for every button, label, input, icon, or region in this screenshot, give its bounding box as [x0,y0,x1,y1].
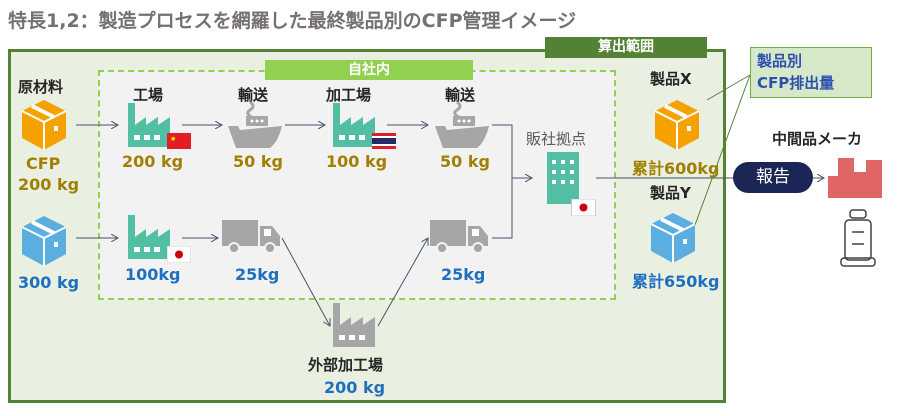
factory-label: 工場 [133,86,164,104]
thai-flag-icon [372,133,396,149]
callout-box: 製品別 CFP排出量 [750,47,872,98]
ship2-label: 輸送 [445,86,476,104]
svg-text:★: ★ [170,135,176,143]
sales-base-label: 販社拠点 [526,130,587,148]
merge-line [492,124,513,239]
truck2-value: 25kg [441,265,486,284]
product-y-total: 累計650kg [632,272,720,291]
scope-label: 算出範囲 [545,37,707,58]
maker-buildings-icon [828,158,882,198]
processing-factory-icon [333,103,375,147]
raw-material-box-blue-icon [22,216,66,266]
japan-flag-icon [571,199,596,216]
product-x-box-icon [655,100,699,150]
car-seat-icon [840,209,876,267]
product-y-label: 製品Y [650,184,691,202]
ship2-value: 50 kg [440,152,490,171]
raw-material-box-orange-icon [22,100,66,150]
factory-icon [128,215,170,259]
factory2-value: 100kg [125,265,181,284]
china-flag-icon: ★ [167,133,191,149]
factory-icon [128,103,170,147]
inhouse-label: 自社内 [265,60,473,80]
ship-icon [435,102,489,148]
callout-lines [694,74,751,226]
truck1-value: 25kg [235,265,280,284]
japan-flag-icon [167,246,191,263]
ship-icon [228,102,282,148]
arrow [281,237,330,326]
page-title: 特長1,2：製造プロセスを網羅した最終製品別のCFP管理イメージ [8,10,577,32]
product-x-total: 累計600kg [632,159,720,178]
arrow [377,238,428,327]
processing-value: 100 kg [326,152,388,171]
product-y-box-icon [651,213,695,263]
raw-material-2-value: 300 kg [18,273,80,292]
cfp-label: CFP [26,154,61,173]
external-factory-value: 200 kg [324,378,386,397]
truck-icon [430,219,488,254]
ship1-value: 50 kg [233,152,283,171]
raw-material-1-value: 200 kg [18,175,80,194]
maker-label: 中間品メーカ [772,130,863,148]
callout-line1: 製品別 [757,52,803,70]
factory-value: 200 kg [122,152,184,171]
flow-arrows [76,125,824,326]
office-building-icon [547,152,579,204]
external-factory-icon [333,303,375,347]
raw-materials-label: 原材料 [18,78,64,96]
report-badge: 報告 [733,162,813,193]
ship1-label: 輸送 [238,86,269,104]
product-x-label: 製品X [650,70,692,88]
external-factory-label: 外部加工場 [308,356,384,374]
truck-icon [222,219,280,254]
processing-label: 加工場 [326,86,372,104]
callout-line2: CFP排出量 [757,74,835,92]
